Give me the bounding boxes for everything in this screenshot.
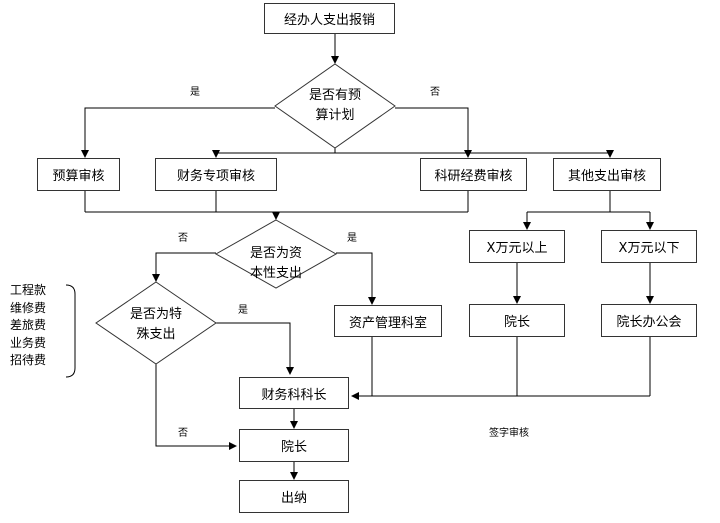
special-expense-item: 招待费	[10, 353, 47, 367]
label-sign-review: 签字审核	[489, 428, 529, 439]
decision-capital-line1: 是否为资	[249, 246, 302, 261]
label-no-budget: 否	[430, 87, 440, 98]
special-expense-item: 维修费	[10, 300, 47, 315]
node-president-main: 院长	[239, 429, 349, 462]
special-expense-item: 工程款	[10, 283, 47, 297]
special-expense-item: 差旅费	[10, 318, 47, 332]
decision-special-line2: 殊支出	[136, 327, 176, 342]
node-other-expense-review: 其他支出审核	[553, 158, 661, 191]
node-finance-special-review: 财务专项审核	[155, 158, 277, 191]
special-expense-item: 业务费	[10, 335, 47, 350]
decision-special-shape	[95, 281, 217, 365]
node-research-fund-review: 科研经费审核	[420, 158, 527, 191]
decision-has-budget-text: 是否有预 算计划	[295, 86, 375, 126]
node-above-x: X万元以上	[469, 230, 565, 263]
node-president-office-meeting: 院长办公会	[601, 304, 697, 337]
node-president-right: 院长	[469, 304, 565, 337]
decision-capital-text: 是否为资 本性支出	[236, 244, 316, 284]
decision-has-budget-line2: 算计划	[315, 108, 355, 123]
label-yes-capital: 是	[347, 233, 357, 244]
node-below-x: X万元以下	[601, 230, 697, 263]
label-no-capital: 否	[178, 233, 188, 244]
node-budget-review: 预算审核	[37, 158, 120, 191]
decision-has-budget-shape	[274, 63, 396, 149]
special-expense-list: 工程款 维修费 差旅费 业务费 招待费	[10, 282, 46, 370]
decision-special-text: 是否为特 殊支出	[116, 305, 196, 345]
decision-special-line1: 是否为特	[129, 307, 182, 322]
label-yes-budget: 是	[190, 87, 200, 98]
label-yes-special: 是	[238, 305, 248, 316]
node-asset-management: 资产管理科室	[334, 305, 442, 337]
decision-capital-shape	[214, 219, 338, 289]
label-no-special: 否	[178, 428, 188, 439]
decision-has-budget-line1: 是否有预	[308, 88, 361, 103]
node-finance-section-chief: 财务科科长	[239, 377, 349, 409]
decision-capital-line2: 本性支出	[249, 266, 302, 281]
node-start: 经办人支出报销	[264, 3, 395, 34]
node-cashier: 出纳	[239, 480, 349, 513]
